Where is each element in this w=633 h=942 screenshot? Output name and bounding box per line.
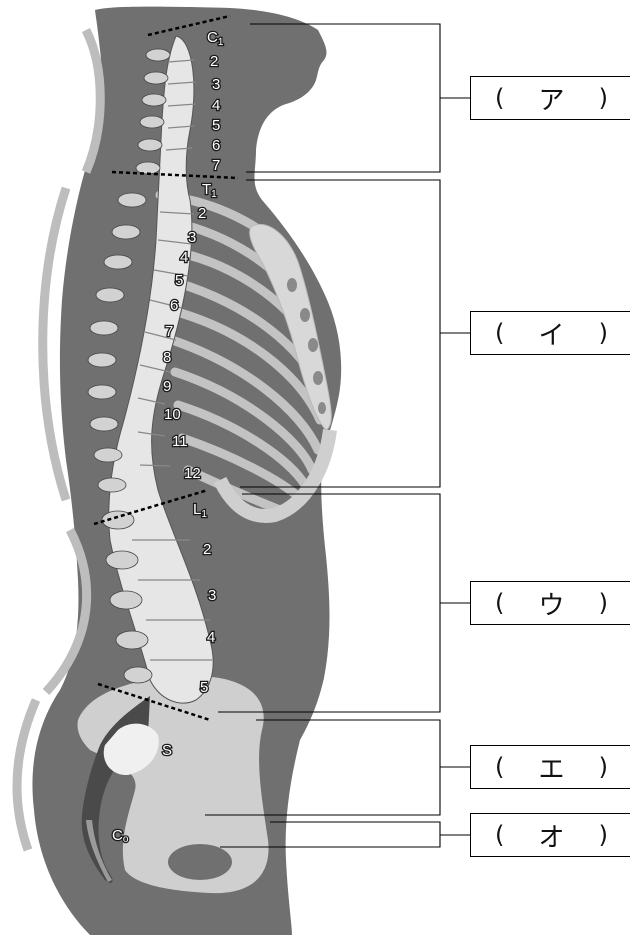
- blank-o[interactable]: ( オ ): [470, 813, 630, 857]
- blank-e-label: エ: [538, 749, 564, 786]
- blank-i[interactable]: ( イ ): [470, 311, 630, 355]
- blank-i-open: (: [495, 319, 504, 347]
- label-t2: 2: [198, 205, 206, 222]
- blank-a-open: (: [495, 84, 504, 112]
- label-t6: 6: [170, 297, 178, 314]
- label-t3: 3: [188, 229, 196, 246]
- obturator-foramen: [168, 844, 232, 880]
- blank-o-open: (: [495, 821, 504, 849]
- label-c3: 3: [212, 76, 220, 93]
- label-c6: 6: [212, 137, 220, 154]
- blank-u-close: ): [599, 589, 608, 617]
- label-t5: 5: [175, 272, 183, 289]
- blank-e-open: (: [495, 753, 504, 781]
- label-l2: 2: [203, 541, 211, 558]
- label-t7: 7: [165, 323, 173, 340]
- blank-i-close: ): [599, 319, 608, 347]
- label-t11: 11: [172, 433, 188, 450]
- label-t10: 10: [164, 406, 181, 423]
- label-t12: 12: [184, 465, 201, 482]
- label-l3: 3: [208, 587, 216, 604]
- blank-a-close: ): [599, 84, 608, 112]
- label-t4: 4: [180, 249, 188, 266]
- blank-u-open: (: [495, 589, 504, 617]
- blank-u-label: ウ: [538, 585, 564, 622]
- blank-a[interactable]: ( ア ): [470, 76, 630, 120]
- label-l4: 4: [207, 629, 215, 646]
- label-l5: 5: [200, 679, 208, 696]
- label-sacrum: S: [162, 742, 172, 759]
- label-c2: 2: [210, 53, 218, 70]
- blank-e[interactable]: ( エ ): [470, 745, 630, 789]
- label-c5: 5: [212, 117, 220, 134]
- blank-i-label: イ: [538, 315, 564, 352]
- label-t9: 9: [163, 378, 171, 395]
- blank-e-close: ): [599, 753, 608, 781]
- label-c4: 4: [212, 97, 220, 114]
- blank-u[interactable]: ( ウ ): [470, 581, 630, 625]
- label-c7: 7: [212, 157, 220, 174]
- label-t8: 8: [163, 349, 171, 366]
- blank-a-label: ア: [538, 80, 564, 117]
- blank-o-label: オ: [538, 817, 564, 854]
- blank-o-close: ): [599, 821, 608, 849]
